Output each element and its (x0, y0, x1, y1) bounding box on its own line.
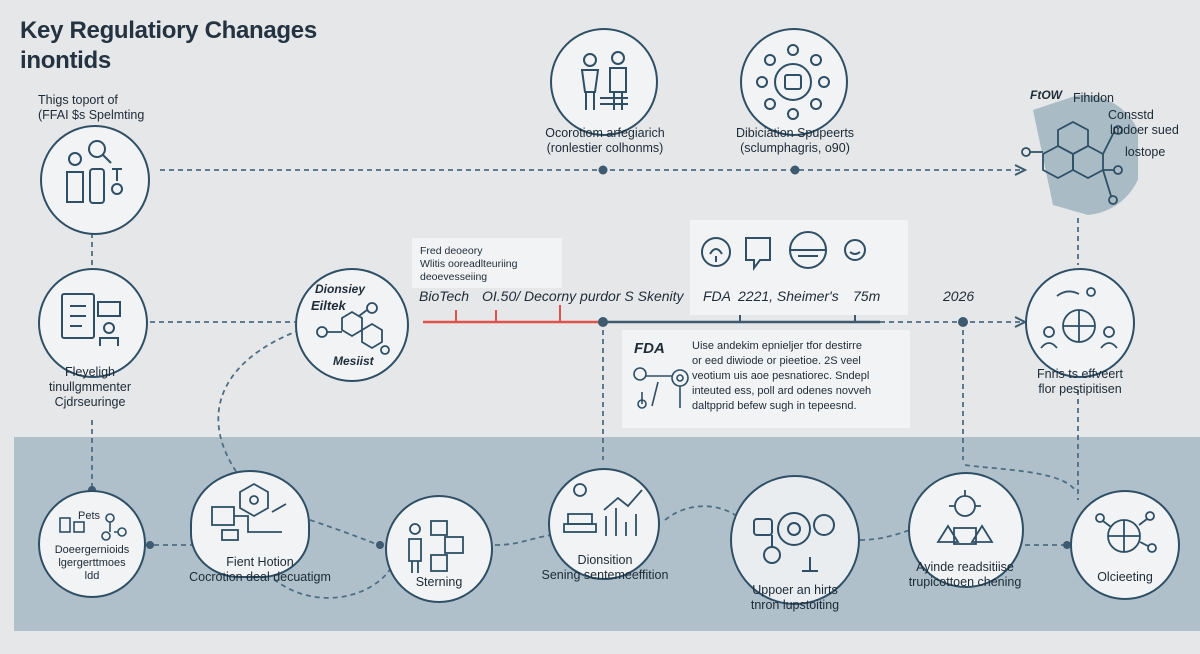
page-title: Key Regulatiory Chanages inontids (20, 16, 317, 76)
lab-boxes-icon (408, 520, 464, 573)
dionsition-caption-1: Dionsition (577, 553, 633, 567)
consstd-tag: Consstd (1108, 108, 1154, 122)
collaboration-caption-2: (ronlestier colhonms) (546, 141, 664, 155)
network-hub-icon (756, 44, 830, 120)
lmdoer-tag: lmdoer sued (1110, 123, 1179, 137)
collaboration-caption: Ocorotiom arfegiarich (ronlestier colhon… (510, 126, 700, 156)
hotion-caption-1: Fient Hotion (226, 555, 294, 569)
readsitiise-caption-1: Ayinde readsitiise (916, 560, 1014, 574)
data-points-icon (59, 513, 127, 541)
top-left-caption-1: Thigs toport of (38, 93, 118, 107)
sterning-node: Sterning (385, 495, 493, 603)
dionsiey-text: Dionsiey (315, 282, 366, 296)
timeline-amount: 75m (853, 288, 881, 304)
timeline-year: 2026 (943, 288, 975, 304)
hotion-caption: Fient Hotion Cocrotion deal decuatigm (170, 555, 350, 585)
fda-detail-heading: FDA (634, 340, 665, 357)
fda-body-2: or eed diwiode or pieetioe. 2S veel (692, 355, 861, 367)
global-network-node (1025, 268, 1135, 378)
title-line-2: inontids (20, 47, 111, 74)
pets-node: Pets Doeergernioids lgergerttmoes ldd (38, 490, 146, 598)
note-line-1: Fred deoeory (420, 245, 483, 257)
compliance-caption-3: Cjdrseuringe (54, 395, 126, 409)
upper-hirts-caption: Uppoer an hirts tnron lupstoiting (705, 583, 885, 613)
growth-chart-icon (563, 483, 643, 536)
compliance-caption-2: tinullgmmenter (49, 380, 131, 394)
olcieeting-caption: Olcieeting (1097, 570, 1153, 584)
hotion-node (190, 470, 310, 578)
timeline-note-panel: Fred deoeory Wlitis ooreadlteuriing deoe… (412, 238, 562, 288)
hotion-caption-2: Cocrotion deal decuatigm (189, 570, 331, 584)
compliance-checklist-node (38, 268, 148, 378)
fda-icons-row (701, 231, 866, 271)
readsitiise-caption-2: trupicottoen chening (908, 575, 1022, 589)
warning-icon (936, 490, 994, 545)
fda-body-5: daltpprid befew sugh in tepeesnd. (692, 400, 857, 412)
timeline-fda: FDA (703, 288, 731, 304)
pets-caption-3: ldd (84, 570, 100, 582)
collaboration-caption-1: Ocorotiom arfegiarich (545, 126, 665, 140)
pets-inner-label: Pets (78, 510, 101, 522)
dionsition-caption: Dionsition Sening sentemeeffition (515, 553, 695, 583)
distribution-node (740, 28, 848, 136)
sterning-caption: Sterning (415, 575, 463, 589)
lostope-tag: lostope (1125, 145, 1166, 159)
readsitiise-node (908, 472, 1024, 588)
dionsition-node (548, 468, 660, 580)
puzzle-circuit-icon (211, 482, 287, 541)
globe-people-icon (1040, 287, 1118, 349)
compliance-caption-1: Fleyeligh (64, 365, 116, 379)
mesiist-text: Mesiist (333, 354, 374, 368)
network-globe-icon (1095, 511, 1157, 553)
collaboration-node (550, 28, 658, 136)
fda-body-4: inteuted ess, poll ard odenes novveh (692, 385, 872, 397)
pets-caption: Doeergernioids lgergerttmoes ldd (40, 544, 144, 583)
title-line-1: Key Regulatiory Chanages (20, 17, 317, 44)
readsitiise-caption: Ayinde readsitiise trupicottoen chening (880, 560, 1050, 590)
note-line-3: deoevesseiing (420, 271, 488, 283)
global-caption: Fnris ts effveert flor pestipitisen (1010, 367, 1150, 397)
people-icon (580, 51, 628, 110)
flow-tag: FtOW (1030, 88, 1062, 102)
fda-body-1: Uise andekim epnieljer tfor destirre (692, 340, 862, 352)
note-line-2: Wlitis ooreadlteuriing (420, 258, 518, 270)
molecule-structure-icon (1021, 94, 1138, 215)
upper-hirts-node (730, 475, 860, 605)
fda-body-3: veotium uis aoe pesnatiorec. Sndepl (692, 370, 870, 382)
officer-icon (66, 140, 123, 204)
timeline-date: 2221, Sheimer's (738, 288, 839, 304)
timeline-biotech: BioTech (419, 288, 470, 304)
timeline-decory: OI.50/ Decorny purdor S Skenity (482, 288, 684, 304)
global-caption-2: flor pestipitisen (1038, 382, 1122, 396)
fda-microscope-icon (633, 367, 689, 409)
compliance-caption: Fleyeligh tinullgmmenter Cjdrseuringe (20, 365, 160, 410)
pets-caption-2: lgergerttmoes (58, 557, 126, 569)
eiltek-text: Eiltek (311, 298, 346, 313)
regulation-officer-node (40, 125, 150, 235)
molecule-icon (316, 302, 390, 355)
fda-timeline-panel: FDA 2221, Sheimer's 75m (690, 220, 908, 315)
dionsition-caption-2: Sening sentemeeffition (541, 568, 669, 582)
top-left-caption: Thigs toport of (FFAI $s Spelmting (38, 93, 144, 123)
upper-hirts-caption-1: Uppoer an hirts (752, 583, 838, 597)
clipboard-icon (61, 293, 121, 346)
biotech-molecule-node: Dionsiey Eiltek Mesiist (295, 268, 409, 382)
pets-caption-1: Doeergernioids (54, 544, 130, 556)
olcieeting-node: Olcieeting (1070, 490, 1180, 600)
distribution-caption-2: (sclumphagris, o90) (740, 141, 850, 155)
fihidon-tag: Fihidon (1073, 91, 1114, 105)
global-caption-1: Fnris ts effveert (1037, 367, 1123, 381)
gears-icon (753, 512, 835, 572)
distribution-caption-1: Dibiciation Spupeerts (735, 126, 855, 140)
fda-detail-box: FDA Uise andekim epnieljer tfor destirre… (622, 330, 910, 428)
top-left-caption-2: (FFAI $s Spelmting (38, 108, 145, 122)
distribution-caption: Dibiciation Spupeerts (sclumphagris, o90… (700, 126, 890, 156)
upper-hirts-caption-2: tnron lupstoiting (750, 598, 840, 612)
